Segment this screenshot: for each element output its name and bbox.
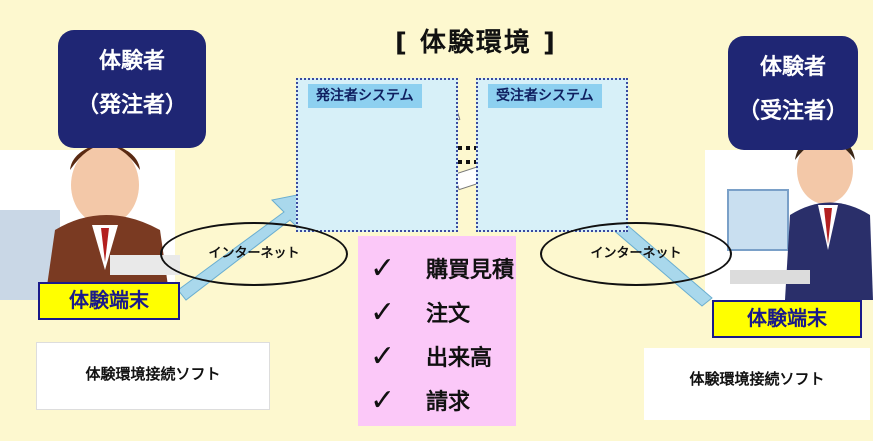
checklist-item: ✓ 請求 xyxy=(370,380,470,420)
checklist-label: 出来高 xyxy=(426,346,493,371)
checklist-item: ✓ 出来高 xyxy=(370,336,492,376)
role-label: 体験者 xyxy=(98,49,165,74)
role-box-orderer: 体験者 （発注者） xyxy=(58,30,206,148)
terminal-label-right: 体験端末 xyxy=(712,300,862,338)
role-sublabel: （受注者） xyxy=(737,99,848,124)
role-box-contractor: 体験者 （受注者） xyxy=(728,36,858,150)
feature-checklist: ✓ 購買見積 ✓ 注文 ✓ 出来高 ✓ 請求 xyxy=(358,236,516,426)
contractor-system-box: 受注者システム xyxy=(476,78,628,232)
checklist-item: ✓ 注文 xyxy=(370,292,470,332)
check-icon: ✓ xyxy=(370,250,396,286)
software-label-left: 体験環境接続ソフト xyxy=(36,342,270,410)
check-icon: ✓ xyxy=(370,294,396,330)
software-label-right: 体験環境接続ソフト xyxy=(644,348,870,420)
right-person-illustration xyxy=(705,132,873,300)
left-person-illustration xyxy=(0,142,180,300)
check-icon: ✓ xyxy=(370,382,396,418)
page-title: [ 体験環境 ] xyxy=(395,28,557,58)
checklist-label: 注文 xyxy=(426,302,471,327)
internet-ellipse-left: インターネット xyxy=(160,222,348,286)
system-label: 受注者システム xyxy=(488,84,602,108)
system-label: 発注者システム xyxy=(308,84,422,108)
checklist-label: 請求 xyxy=(426,390,471,415)
checklist-item: ✓ 購買見積 xyxy=(370,248,514,288)
terminal-label-left: 体験端末 xyxy=(38,282,180,320)
checklist-label: 購買見積 xyxy=(426,258,515,283)
check-icon: ✓ xyxy=(370,338,396,374)
orderer-system-box: 発注者システム xyxy=(296,78,458,232)
internet-ellipse-right: インターネット xyxy=(540,222,732,286)
role-label: 体験者 xyxy=(759,55,826,80)
role-sublabel: （発注者） xyxy=(76,93,187,118)
